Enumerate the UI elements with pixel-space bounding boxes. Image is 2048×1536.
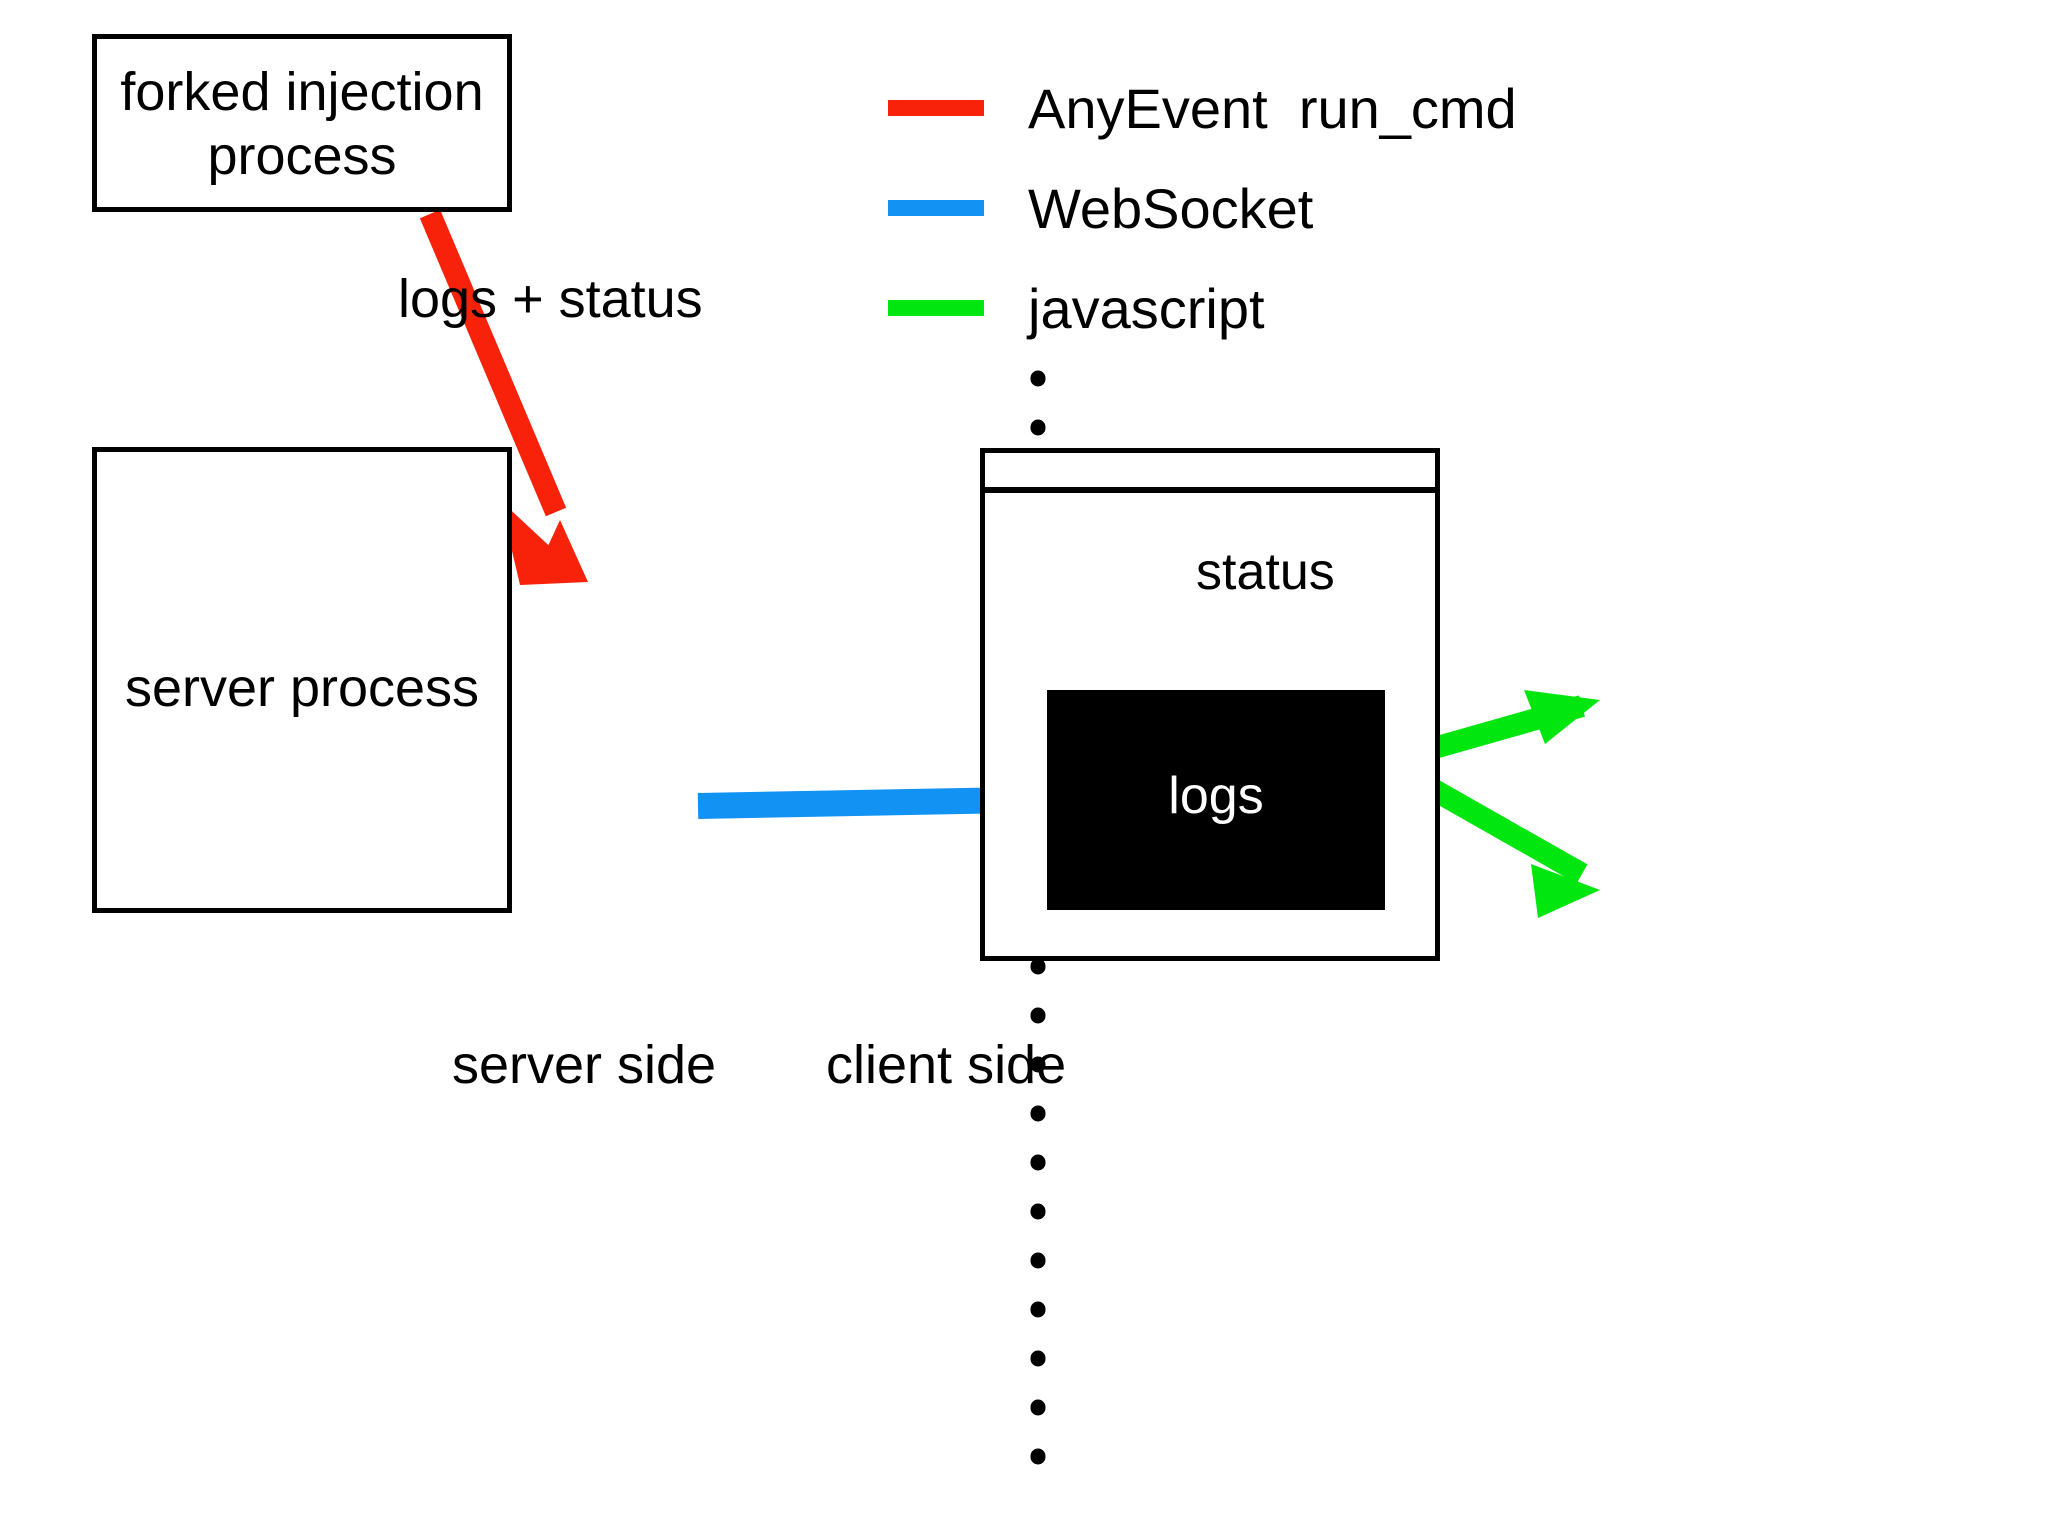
legend-swatch-green	[888, 300, 984, 316]
browser-titlebar	[985, 453, 1435, 493]
legend-label-javascript: javascript	[1028, 276, 1265, 340]
server-side-label: server side	[452, 1035, 717, 1095]
legend-label-anyevent: AnyEvent run_cmd	[1028, 76, 1517, 140]
arrow-anyevent-run-cmd	[419, 209, 588, 585]
legend-item-anyevent: AnyEvent run_cmd	[888, 58, 2008, 158]
legend-item-websocket: WebSocket	[888, 158, 2008, 258]
browser-status-label: status	[1196, 543, 1335, 601]
forked-injection-process-label: forked injection process	[120, 62, 484, 186]
browser-logs-console: logs	[1047, 690, 1385, 910]
edge-label-logs-status: logs + status	[398, 269, 703, 329]
server-process-label: server process	[124, 658, 480, 718]
legend-swatch-blue	[888, 200, 984, 216]
legend-swatch-red	[888, 100, 984, 116]
legend-label-websocket: WebSocket	[1028, 176, 1314, 240]
legend-item-javascript: javascript	[888, 258, 2008, 358]
client-side-label: client side	[826, 1035, 1067, 1095]
forked-injection-process-box[interactable]: forked injection process	[92, 34, 512, 212]
legend: AnyEvent run_cmd WebSocket javascript	[888, 58, 2008, 358]
browser-logs-console-label: logs	[1168, 767, 1264, 825]
server-process-box[interactable]: server process	[92, 447, 512, 913]
